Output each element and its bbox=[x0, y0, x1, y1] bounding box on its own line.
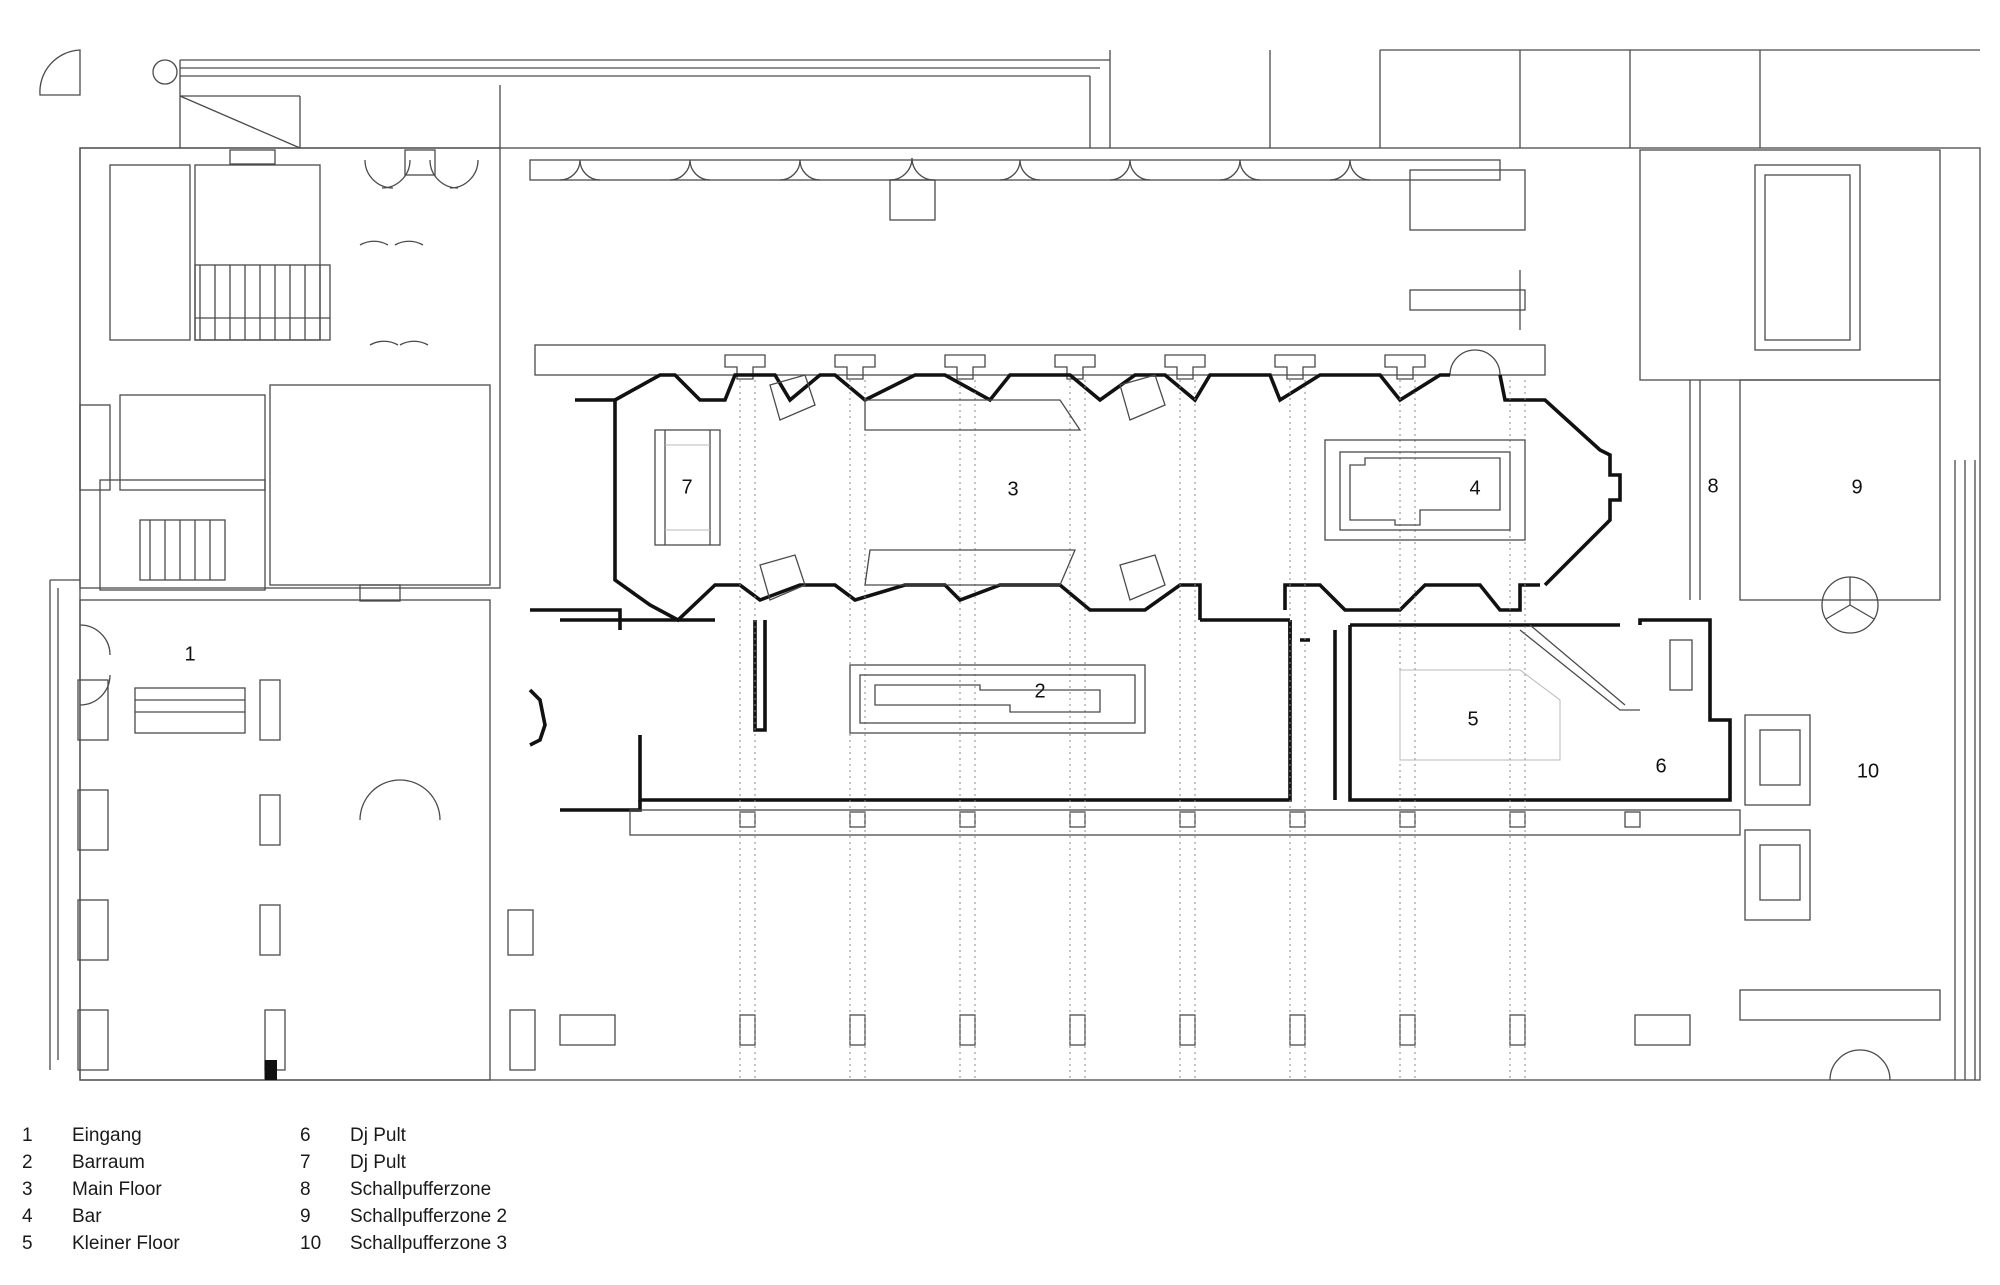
legend-label: Dj Pult bbox=[350, 1124, 406, 1146]
barraum-counter bbox=[849, 664, 1146, 734]
foyer bbox=[49, 579, 536, 1081]
legend-label: Eingang bbox=[72, 1124, 142, 1146]
legend-item: 7 Dj Pult bbox=[300, 1149, 507, 1176]
legend-number: 3 bbox=[22, 1178, 33, 1200]
room-number-5: 5 bbox=[1467, 708, 1478, 730]
main-floor-walls bbox=[560, 373, 1622, 640]
room-number-2: 2 bbox=[1034, 680, 1045, 702]
room-number-1: 1 bbox=[184, 643, 195, 665]
kleiner-floor-outline bbox=[1399, 669, 1561, 761]
room-number-3: 3 bbox=[1007, 478, 1018, 500]
legend-label: Bar bbox=[72, 1205, 102, 1227]
legend-item: 4 Bar bbox=[22, 1203, 180, 1230]
legend-item: 1 Eingang bbox=[22, 1122, 180, 1149]
legend-item: 10 Schallpufferzone 3 bbox=[300, 1230, 507, 1257]
legend-label: Schallpufferzone 2 bbox=[350, 1205, 508, 1227]
legend-number: 1 bbox=[22, 1124, 33, 1146]
legend-column-1: 1 Eingang 2 Barraum 3 Main Floor 4 Bar 5 Klei… bbox=[22, 1122, 180, 1257]
legend-number: 6 bbox=[300, 1124, 311, 1146]
column-grid bbox=[559, 380, 1741, 1080]
legend-item: 2 Barraum bbox=[22, 1149, 180, 1176]
upper-gallery bbox=[529, 157, 1526, 330]
legend-item: 3 Main Floor bbox=[22, 1176, 180, 1203]
room-numbers: 1 2 3 4 5 6 7 8 9 10 bbox=[184, 475, 1879, 782]
legend-number: 5 bbox=[22, 1232, 33, 1254]
bar-counter bbox=[1324, 439, 1526, 541]
room-number-7: 7 bbox=[681, 476, 692, 498]
legend-label: Barraum bbox=[72, 1151, 145, 1173]
legend-number: 2 bbox=[22, 1151, 33, 1173]
floor-plan: 1 2 3 4 5 6 7 8 9 10 bbox=[39, 49, 1981, 1081]
legend-item: 8 Schallpufferzone bbox=[300, 1176, 507, 1203]
legend-number: 4 bbox=[22, 1205, 33, 1227]
room-number-4: 4 bbox=[1469, 477, 1480, 499]
legend-label: Main Floor bbox=[72, 1178, 162, 1200]
main-floor-furniture bbox=[654, 374, 1166, 601]
entrance-block bbox=[79, 147, 501, 602]
legend-number: 7 bbox=[300, 1151, 311, 1173]
legend-item: 5 Kleiner Floor bbox=[22, 1230, 180, 1257]
barraum-walls bbox=[528, 608, 1732, 812]
right-rooms bbox=[1639, 149, 1976, 1081]
legend-number: 9 bbox=[300, 1205, 311, 1227]
legend-label: Schallpufferzone 3 bbox=[350, 1232, 508, 1254]
room-number-8: 8 bbox=[1707, 475, 1718, 497]
legend-label: Kleiner Floor bbox=[72, 1232, 180, 1254]
legend-number: 10 bbox=[300, 1232, 322, 1254]
legend-number: 8 bbox=[300, 1178, 311, 1200]
room-legend: 1 Eingang 2 Barraum 3 Main Floor 4 Bar 5 Klei… bbox=[22, 1122, 622, 1272]
legend-label: Schallpufferzone bbox=[350, 1178, 492, 1200]
room-number-9: 9 bbox=[1851, 476, 1862, 498]
legend-item: 6 Dj Pult bbox=[300, 1122, 507, 1149]
room-number-10: 10 bbox=[1857, 760, 1879, 782]
building-outline bbox=[39, 49, 1981, 1081]
legend-label: Dj Pult bbox=[350, 1151, 406, 1173]
room-number-6: 6 bbox=[1655, 755, 1666, 777]
legend-item: 9 Schallpufferzone 2 bbox=[300, 1203, 507, 1230]
